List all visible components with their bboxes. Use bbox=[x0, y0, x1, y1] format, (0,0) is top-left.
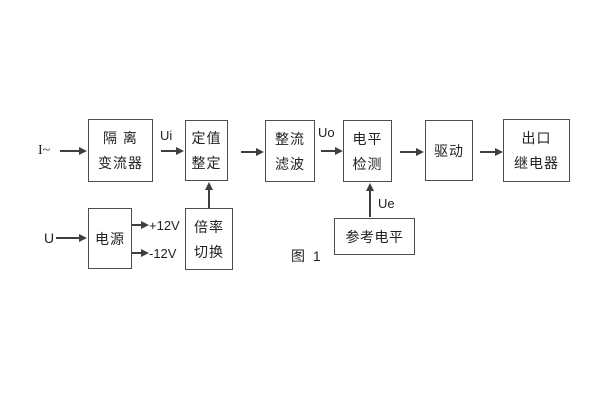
block-label: 电平 bbox=[352, 130, 383, 147]
ue-label: Ue bbox=[378, 196, 395, 211]
arrow-detect-to-drive bbox=[400, 148, 424, 155]
block-setpoint-adjust: 定值 整定 bbox=[185, 120, 228, 181]
block-label: 出口 bbox=[521, 130, 552, 146]
block-label: 变流器 bbox=[98, 155, 143, 171]
block-label: 整定 bbox=[191, 155, 222, 171]
arrow-plus12v bbox=[132, 221, 149, 228]
figure-caption: 图 1 bbox=[291, 248, 323, 264]
block-label: 定值 bbox=[191, 130, 222, 146]
arrow-uo bbox=[321, 147, 343, 154]
arrow-ratio-to-setting bbox=[205, 182, 212, 208]
block-level-detect: 电平 检测 bbox=[343, 120, 392, 182]
block-label: 继电器 bbox=[514, 155, 559, 171]
block-label: 电源 bbox=[95, 230, 125, 247]
arrow-minus12v bbox=[132, 249, 149, 256]
input-voltage-label: U bbox=[44, 230, 55, 246]
block-label: 整流 bbox=[275, 130, 305, 147]
block-isolation-transformer: 隔 离 变流器 bbox=[88, 119, 153, 182]
ui-label: Ui bbox=[160, 128, 173, 143]
uo-label: Uo bbox=[318, 125, 335, 140]
plus-12v-label: +12V bbox=[149, 218, 180, 233]
arrow-input-current bbox=[60, 147, 87, 154]
block-rectify-filter: 整流 滤波 bbox=[265, 120, 315, 182]
block-label: 驱动 bbox=[434, 142, 464, 159]
block-label: 参考电平 bbox=[345, 228, 404, 245]
arrow-input-voltage bbox=[56, 234, 87, 241]
arrow-ui bbox=[161, 147, 184, 154]
arrow-drive-to-relay bbox=[480, 148, 503, 155]
block-label: 检测 bbox=[352, 155, 383, 172]
block-drive: 驱动 bbox=[425, 120, 473, 181]
arrow-ue bbox=[366, 183, 373, 217]
block-output-relay: 出口 继电器 bbox=[503, 119, 570, 182]
block-power-supply: 电源 bbox=[88, 208, 132, 269]
arrow-setting-to-rectifier bbox=[241, 148, 264, 155]
minus-12v-label: -12V bbox=[149, 246, 177, 261]
input-current-label: I~ bbox=[38, 143, 51, 158]
block-reference-level: 参考电平 bbox=[334, 218, 415, 255]
block-label: 切换 bbox=[194, 243, 224, 260]
block-ratio-switch: 倍率 切换 bbox=[185, 208, 233, 270]
block-label: 倍率 bbox=[194, 218, 224, 235]
block-label: 隔 离 bbox=[103, 130, 138, 146]
block-label: 滤波 bbox=[275, 155, 305, 172]
